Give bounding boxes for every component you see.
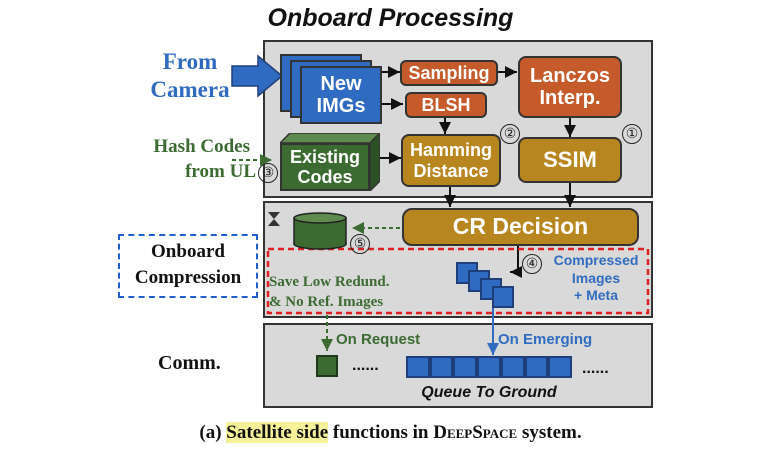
from-camera-line1: From <box>162 49 218 74</box>
on-request-label: On Request <box>336 331 421 348</box>
step-2-marker: ② <box>500 124 520 144</box>
queue-cell <box>524 356 549 378</box>
hamming-line1: Hamming <box>409 140 492 161</box>
new-imgs-text: New IMGs <box>317 73 366 118</box>
camera-arrow <box>231 54 284 98</box>
compression-output-group <box>266 247 650 315</box>
queue-dots: ...... <box>582 360 609 377</box>
sampling-box: Sampling <box>400 60 498 86</box>
hash-codes-line2: from UL <box>185 160 256 182</box>
on-emerging-label: On Emerging <box>498 331 593 348</box>
diagram-title: Onboard Processing <box>267 4 514 32</box>
queue-cell <box>406 356 430 378</box>
compressed-image-4 <box>492 286 514 308</box>
from-camera-label: From Camera <box>135 48 245 104</box>
step-1-marker: ① <box>622 124 642 144</box>
caption-suffix: system. <box>517 422 582 443</box>
onboard-compression-line1: Onboard <box>151 241 225 262</box>
hamming-line2: Distance <box>413 160 489 181</box>
save-low-line1: Save Low Redund. <box>269 274 390 290</box>
arrow-cr-compressed <box>510 246 522 278</box>
caption-middle: functions in <box>328 422 434 443</box>
queue-cell <box>548 356 573 378</box>
figure-caption: (a) Satellite side functions in DeepSpac… <box>0 422 781 444</box>
request-dots: ...... <box>352 357 379 374</box>
save-low-redundancy-label: Save Low Redund. & No Ref. Images <box>269 272 449 313</box>
new-imgs-line1: New <box>320 72 362 95</box>
hamming-text: Hamming Distance <box>410 140 492 180</box>
new-imgs-line2: IMGs <box>316 95 366 117</box>
queue-cell <box>477 356 501 378</box>
caption-highlight: Satellite side <box>226 422 329 443</box>
hash-codes-line1: Hash Codes <box>153 136 250 157</box>
cr-decision-box: CR Decision <box>402 208 639 246</box>
queue-to-ground-label: Queue To Ground <box>421 384 557 401</box>
comm-label: Comm. <box>158 352 221 374</box>
blsh-box: BLSH <box>405 92 487 118</box>
caption-system-name: DeepSpace <box>433 422 518 443</box>
compressed-line3: + Meta <box>574 287 618 303</box>
save-low-line2: & No Ref. Images <box>269 294 384 311</box>
onboard-compression-label: Onboard Compression <box>118 234 258 298</box>
lanczos-line2: Interp. <box>539 87 601 109</box>
queue-cell <box>429 356 454 378</box>
existing-codes-line1: Existing <box>289 146 360 167</box>
hourglass-icon <box>268 212 280 226</box>
queue-cell <box>500 356 525 378</box>
storage-database-icon <box>293 212 347 250</box>
request-queue-item <box>316 355 338 377</box>
existing-codes-depth <box>278 131 382 193</box>
ground-queue <box>406 356 573 378</box>
queue-cell <box>453 356 478 378</box>
existing-codes-text: Existing Codes <box>290 147 360 187</box>
onboard-compression-line2: Compression <box>134 266 242 288</box>
ssim-box: SSIM <box>518 137 622 183</box>
existing-codes-line2: Codes <box>297 167 353 187</box>
lanczos-interp-box: Lanczos Interp. <box>518 56 622 118</box>
step-5-marker: ⑤ <box>350 234 370 254</box>
compressed-line1: Compressed <box>553 252 639 268</box>
caption-prefix: (a) <box>199 422 227 443</box>
new-imgs-box: New IMGs <box>300 66 382 124</box>
lanczos-line1: Lanczos <box>529 64 611 87</box>
hamming-distance-box: Hamming Distance <box>401 134 501 187</box>
existing-codes-box: Existing Codes <box>280 143 370 191</box>
step-4-marker: ④ <box>522 254 542 274</box>
compressed-line2: Images <box>571 269 621 286</box>
from-camera-line2: Camera <box>150 77 230 103</box>
compressed-images-label: Compressed Images + Meta <box>542 252 650 305</box>
lanczos-text: Lanczos Interp. <box>530 65 610 110</box>
